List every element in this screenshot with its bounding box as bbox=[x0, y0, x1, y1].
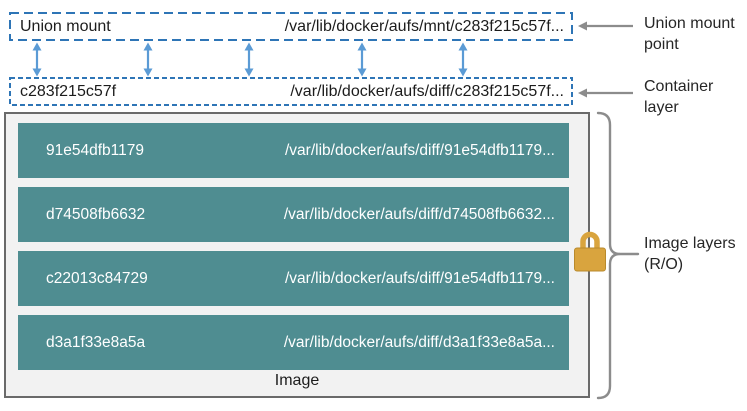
layer-path: /var/lib/docker/aufs/diff/91e54dfb1179..… bbox=[285, 269, 555, 287]
double-arrow-icon bbox=[143, 42, 153, 77]
layer-id: 91e54dfb1179 bbox=[46, 141, 144, 159]
curly-brace bbox=[596, 111, 640, 400]
lock-icon bbox=[574, 231, 606, 272]
double-arrow-icon bbox=[458, 42, 468, 77]
double-arrow-icon bbox=[357, 42, 367, 77]
layer-id: d74508fb6632 bbox=[46, 205, 146, 223]
layer-path: /var/lib/docker/aufs/diff/d74508fb6632..… bbox=[283, 205, 555, 223]
bidirectional-arrows bbox=[32, 42, 468, 77]
layer-id: d3a1f33e8a5a bbox=[46, 333, 146, 351]
union-mount-label: Union mount bbox=[20, 17, 111, 35]
image-layer-row: d74508fb6632 /var/lib/docker/aufs/diff/d… bbox=[18, 187, 569, 242]
container-layer-id: c283f215c57f bbox=[20, 82, 117, 100]
left-arrow-icon bbox=[578, 21, 633, 31]
union-mount-box: Union mount /var/lib/docker/aufs/mnt/c28… bbox=[9, 12, 573, 41]
double-arrow-icon bbox=[32, 42, 42, 77]
annotation-union-mount-point: Union mount point bbox=[644, 15, 735, 53]
layer-path: /var/lib/docker/aufs/diff/91e54dfb1179..… bbox=[285, 141, 555, 159]
annotation-container-layer: Container layer bbox=[644, 78, 714, 116]
container-layer-box: c283f215c57f /var/lib/docker/aufs/diff/c… bbox=[9, 77, 573, 106]
image-box-label: Image bbox=[274, 372, 320, 389]
layer-id: c22013c84729 bbox=[46, 269, 148, 287]
image-layer-row: 91e54dfb1179 /var/lib/docker/aufs/diff/9… bbox=[18, 123, 569, 178]
double-arrow-icon bbox=[244, 42, 254, 77]
left-arrow-icon bbox=[578, 88, 633, 98]
union-mount-path: /var/lib/docker/aufs/mnt/c283f215c57f... bbox=[284, 17, 564, 35]
image-layer-row: d3a1f33e8a5a /var/lib/docker/aufs/diff/d… bbox=[18, 315, 569, 370]
layer-path: /var/lib/docker/aufs/diff/d3a1f33e8a5a..… bbox=[283, 333, 555, 351]
image-box: 91e54dfb1179 /var/lib/docker/aufs/diff/9… bbox=[4, 112, 590, 398]
image-layer-row: c22013c84729 /var/lib/docker/aufs/diff/9… bbox=[18, 251, 569, 306]
container-layer-path: /var/lib/docker/aufs/diff/c283f215c57f..… bbox=[290, 82, 564, 100]
annotation-image-layers: Image layers (R/O) bbox=[644, 235, 736, 273]
